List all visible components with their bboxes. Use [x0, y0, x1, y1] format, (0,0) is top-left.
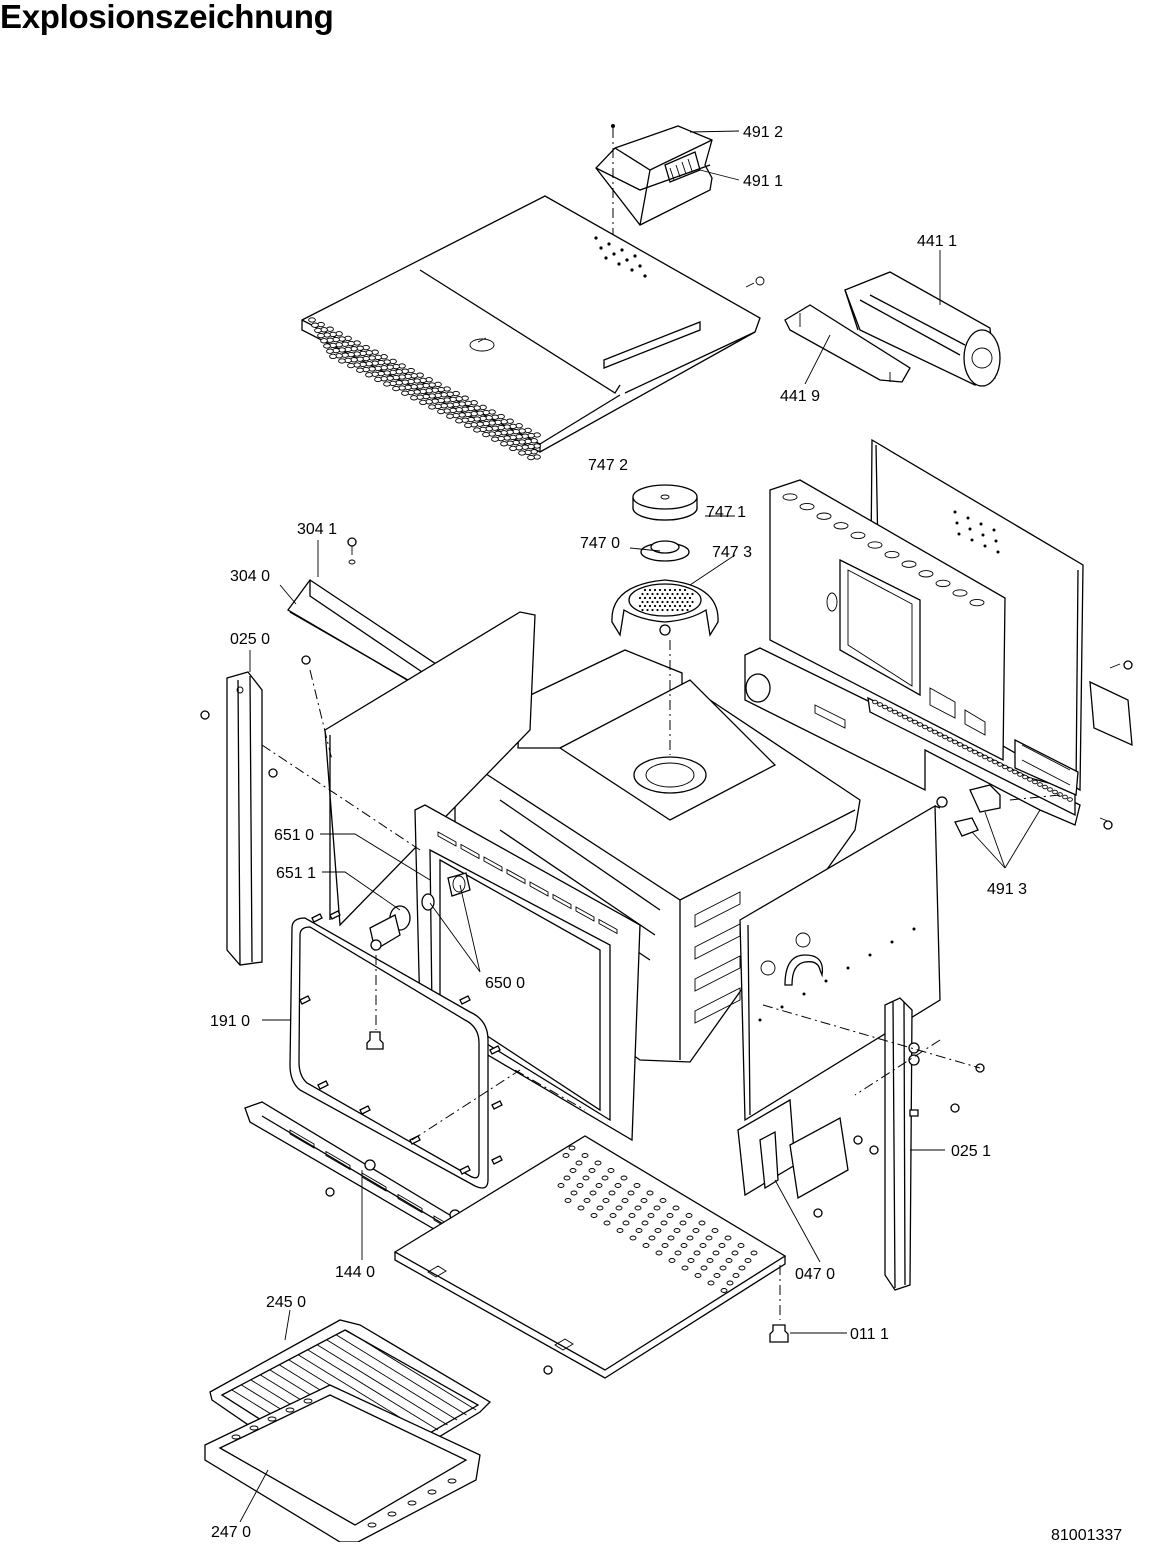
part-label-025-0: 025 0	[230, 631, 270, 648]
door-seal-part	[289, 910, 503, 1189]
lamp-parts	[366, 872, 471, 1050]
top-cover-part	[301, 195, 765, 461]
part-label-651-1: 651 1	[276, 865, 316, 882]
part-label-650-0: 650 0	[485, 975, 525, 992]
part-label-191-0: 191 0	[210, 1013, 250, 1030]
part-label-011-1: 011 1	[850, 1326, 889, 1343]
part-label-247-0: 247 0	[211, 1524, 251, 1541]
hinge-bracket-part	[737, 1098, 879, 1218]
assembly-lines	[261, 640, 1061, 1096]
part-label-747-3: 747 3	[712, 544, 752, 561]
part-label-747-0: 747 0	[580, 535, 620, 552]
bottom-panel-part	[393, 1069, 789, 1379]
right-rail-part	[762, 997, 985, 1291]
fan-wheel-part	[611, 484, 719, 637]
left-rail-part	[200, 671, 278, 966]
part-label-304-0: 304 0	[230, 568, 270, 585]
back-inner-panel-part	[744, 647, 1133, 830]
page-title: Explosionszeichnung	[0, 0, 334, 35]
part-label-144-0: 144 0	[335, 1264, 375, 1281]
part-label-304-1: 304 1	[297, 521, 337, 538]
part-label-491-3: 491 3	[987, 881, 1027, 898]
part-label-245-0: 245 0	[266, 1294, 306, 1311]
right-side-panel-part	[739, 796, 948, 1122]
baking-tray-part	[204, 1384, 481, 1542]
part-label-747-1: 747 1	[706, 504, 746, 521]
part-label-491-2: 491 2	[743, 124, 783, 141]
leader-lines	[239, 130, 1041, 1523]
part-label-025-1: 025 1	[951, 1143, 991, 1160]
part-label-047-0: 047 0	[795, 1266, 835, 1283]
part-label-491-1: 491 1	[743, 173, 783, 190]
control-housing-part	[595, 124, 713, 372]
part-labels: 491 2 491 1 441 1 441 9 747 2 747 1 747 …	[210, 124, 1027, 1541]
fan-motor-part	[784, 271, 1001, 387]
document-number: 81001337	[1051, 1527, 1123, 1544]
front-frame-part	[414, 804, 641, 1142]
part-label-651-0: 651 0	[274, 827, 314, 844]
rear-panel-part	[769, 438, 1084, 792]
vent-holes	[308, 317, 541, 461]
part-label-441-1: 441 1	[917, 233, 957, 250]
switch-clips-part	[954, 784, 1001, 837]
part-label-441-9: 441 9	[780, 388, 820, 405]
part-label-747-2: 747 2	[588, 457, 628, 474]
